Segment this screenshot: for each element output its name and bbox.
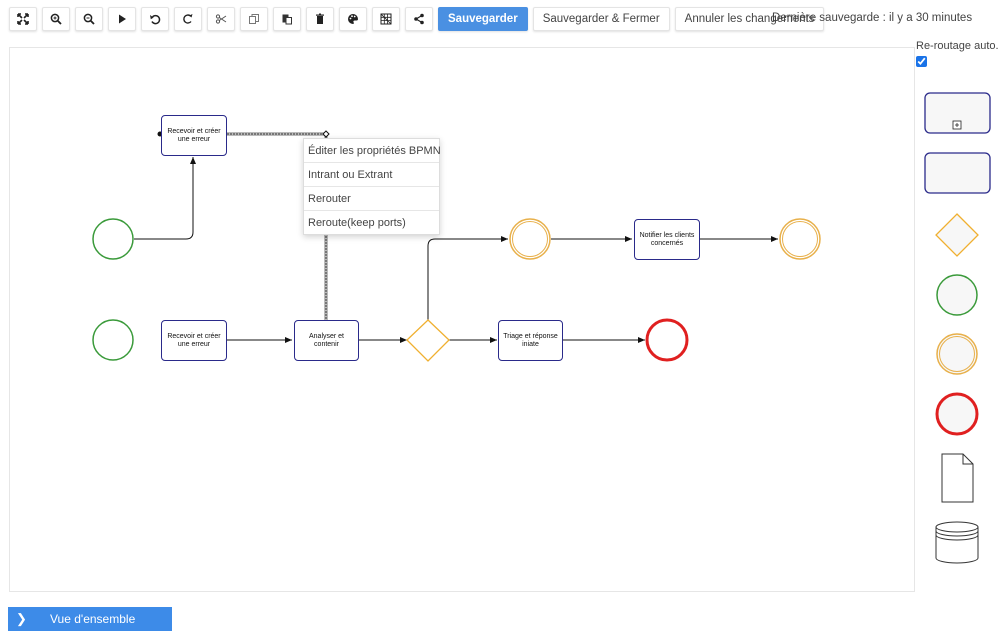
exclusive-gateway[interactable]: [406, 319, 450, 362]
grid-button[interactable]: [372, 7, 400, 31]
diagram-canvas[interactable]: [9, 47, 915, 592]
chevron-right-icon: ❯: [16, 611, 27, 626]
cut-button[interactable]: [207, 7, 235, 31]
fit-screen-icon: [17, 13, 29, 25]
copy-icon: [249, 14, 259, 24]
task-receive-error-2[interactable]: Recevoir et créer une erreur: [161, 320, 227, 361]
palette-subprocess[interactable]: [924, 92, 991, 134]
auto-reroute-checkbox[interactable]: [916, 56, 927, 67]
play-button[interactable]: [108, 7, 136, 31]
task-label: Notifier les clients concernés: [639, 231, 695, 247]
play-icon: [119, 14, 126, 24]
last-save-status: Dernière sauvegarde : il y a 30 minutes: [772, 12, 973, 24]
task-notify-clients[interactable]: Notifier les clients concernés: [634, 219, 700, 260]
menu-item-reroute[interactable]: Rerouter: [304, 187, 439, 211]
share-icon: [414, 13, 424, 25]
task-analyze-contain[interactable]: Analyser et contenir: [294, 320, 359, 361]
task-receive-error-1[interactable]: Recevoir et créer une erreur: [161, 115, 227, 156]
overview-panel-toggle[interactable]: ❯ Vue d'ensemble: [8, 607, 172, 631]
palette-button[interactable]: [339, 7, 367, 31]
start-event[interactable]: [92, 319, 134, 361]
palette-start-event[interactable]: [936, 274, 978, 316]
task-label: Triage et réponse iniate: [503, 332, 558, 348]
context-menu: Éditer les propriétés BPMN Intrant ou Ex…: [303, 138, 441, 235]
redo-icon: [183, 14, 193, 24]
intermediate-event[interactable]: [509, 218, 551, 260]
cancel-changes-button[interactable]: Annuler les changements: [674, 7, 825, 31]
toolbar: Sauvegarder Sauvegarder & Fermer Annuler…: [9, 6, 829, 32]
start-event[interactable]: [92, 218, 134, 260]
delete-icon: [316, 13, 324, 24]
end-event[interactable]: [645, 318, 689, 362]
palette-gateway[interactable]: [935, 213, 979, 257]
undo-button[interactable]: [141, 7, 169, 31]
palette-intermediate-event[interactable]: [936, 333, 978, 375]
save-and-close-button[interactable]: Sauvegarder & Fermer: [532, 7, 670, 31]
redo-button[interactable]: [174, 7, 202, 31]
undo-icon: [150, 14, 161, 25]
menu-item-input-output[interactable]: Intrant ou Extrant: [304, 163, 439, 187]
intermediate-event[interactable]: [779, 218, 821, 260]
task-triage-response[interactable]: Triage et réponse iniate: [498, 320, 563, 361]
task-label: Recevoir et créer une erreur: [167, 332, 221, 348]
overview-label: Vue d'ensemble: [50, 612, 136, 626]
zoom-out-icon: [83, 13, 95, 25]
save-button[interactable]: Sauvegarder: [438, 7, 528, 31]
task-label: Analyser et contenir: [308, 332, 345, 348]
zoom-in-icon: [50, 13, 62, 25]
fit-screen-button[interactable]: [9, 7, 37, 31]
sequence-flow[interactable]: [134, 157, 196, 240]
palette-task[interactable]: [924, 152, 991, 194]
palette-data-store[interactable]: [935, 521, 979, 564]
cut-icon: [215, 14, 227, 24]
zoom-out-button[interactable]: [75, 7, 103, 31]
paste-icon: [282, 14, 292, 25]
flow-waypoint-handle[interactable]: [322, 130, 330, 138]
paste-button[interactable]: [273, 7, 301, 31]
auto-reroute-option: Re-routage auto.: [916, 40, 999, 67]
palette-end-event[interactable]: [935, 392, 979, 436]
grid-icon: [380, 13, 392, 25]
auto-reroute-label: Re-routage auto.: [916, 40, 999, 52]
share-button[interactable]: [405, 7, 433, 31]
palette-data-object[interactable]: [941, 453, 974, 503]
task-label: Recevoir et créer une erreur: [167, 127, 221, 143]
shape-palette: [924, 92, 991, 564]
palette-icon: [348, 14, 358, 24]
sequence-flow[interactable]: [427, 236, 508, 320]
copy-button[interactable]: [240, 7, 268, 31]
zoom-in-button[interactable]: [42, 7, 70, 31]
menu-item-reroute-keep-ports[interactable]: Reroute(keep ports): [308, 216, 406, 229]
menu-item-edit-bpmn-properties[interactable]: Éditer les propriétés BPMN: [304, 139, 441, 163]
delete-button[interactable]: [306, 7, 334, 31]
